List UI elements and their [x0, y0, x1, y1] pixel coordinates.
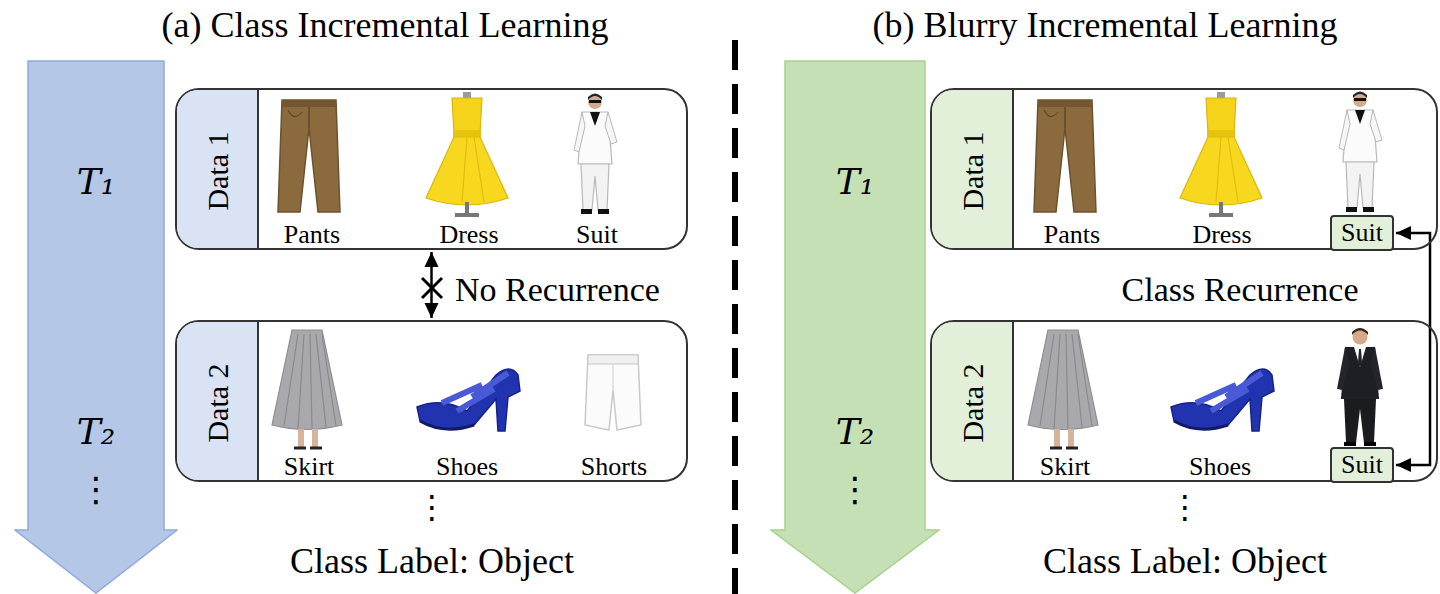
item-label: Skirt: [284, 453, 335, 482]
data-title: Data 1: [201, 131, 234, 210]
black-suit-illustration: [1337, 328, 1383, 446]
timeline-label: T₂: [77, 412, 115, 452]
shorts-illustration: [585, 355, 641, 430]
connector: [1396, 226, 1430, 472]
data-title: Data 2: [956, 363, 989, 442]
timeline-label: ⋮: [79, 471, 113, 508]
class-tag: Suit: [1330, 447, 1394, 484]
panel-divider: [732, 40, 738, 594]
edge-label: No Recurrence: [452, 271, 663, 308]
timeline-arrow: T₁ T₂ ⋮: [14, 60, 178, 594]
arrow-head: [1396, 458, 1411, 472]
arrow-head: [1396, 226, 1411, 240]
shoes-illustration: [1171, 369, 1274, 431]
arrow-outline: [771, 61, 939, 593]
item-label: Shorts: [581, 453, 647, 482]
connector-line: [1396, 233, 1430, 465]
tag-label: Suit: [1341, 451, 1383, 480]
free-label: Class Label: Object: [1043, 542, 1327, 582]
arrow-outline: [15, 61, 177, 593]
item-label: Shoes: [436, 453, 498, 482]
class-tag: Suit: [1330, 215, 1394, 252]
free-label: ⋮: [416, 490, 448, 525]
data-box: Data 1 Pants Dress Suit: [930, 88, 1438, 250]
data-tab: Data 2: [932, 322, 1014, 480]
item-label: Pants: [284, 221, 340, 250]
data-box: Data 1 Pants Dress Suit: [175, 88, 688, 250]
item-label: Dress: [1192, 221, 1251, 250]
data-tab: Data 1: [932, 90, 1014, 248]
data-box: Data 2 Skirt Shoes Shorts: [175, 320, 688, 482]
timeline-arrow: T₁ T₂ ⋮: [770, 60, 940, 594]
data-title: Data 1: [956, 131, 989, 210]
dress-illustration: [1180, 92, 1262, 217]
item-label: Dress: [439, 221, 498, 250]
data-box: Data 2 Skirt Shoes Suit: [930, 320, 1438, 482]
arrow-shape: [14, 60, 178, 594]
arrow-shape: [770, 60, 940, 594]
data-title: Data 2: [201, 363, 234, 442]
item-label: Suit: [576, 221, 618, 250]
tag-label: Suit: [1341, 219, 1383, 248]
item-label: Pants: [1044, 221, 1100, 250]
timeline-label: T₁: [836, 162, 874, 202]
item-label: Shoes: [1189, 453, 1251, 482]
pants-illustration: [1034, 100, 1096, 212]
connector: [425, 252, 439, 318]
edge-label: Class Recurrence: [1119, 271, 1362, 308]
white-suit-illustration: [1339, 92, 1382, 213]
free-label: ⋮: [1169, 490, 1201, 525]
timeline-label: T₂: [836, 412, 874, 452]
pants-illustration: [278, 100, 340, 212]
data-tab: Data 1: [177, 90, 259, 248]
dress-illustration: [426, 92, 508, 217]
white-suit-illustration: [574, 94, 617, 215]
shoes-illustration: [417, 369, 520, 431]
item-label: Skirt: [1040, 453, 1091, 482]
arrow-head: [425, 252, 439, 267]
skirt-illustration: [1028, 330, 1098, 448]
timeline-label: ⋮: [838, 471, 872, 508]
timeline-label: T₁: [77, 162, 115, 202]
skirt-illustration: [272, 330, 342, 448]
free-label: (a) Class Incremental Learning: [162, 6, 609, 46]
free-label: (b) Blurry Incremental Learning: [873, 6, 1338, 46]
arrow-head: [425, 303, 439, 318]
data-tab: Data 2: [177, 322, 259, 480]
free-label: Class Label: Object: [290, 542, 574, 582]
